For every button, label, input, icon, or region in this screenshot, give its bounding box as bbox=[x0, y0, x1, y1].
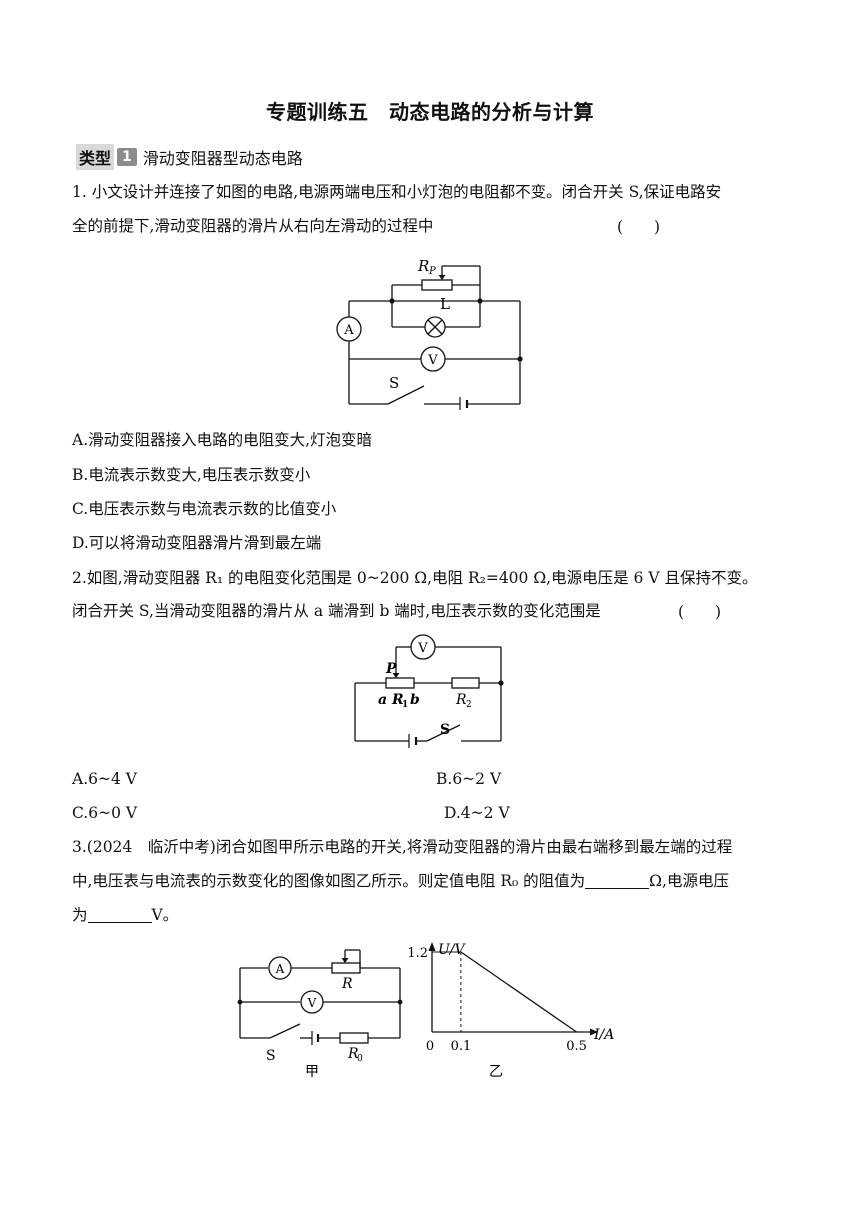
q3-stem-line2-unit: Ω,电源电压 bbox=[649, 872, 729, 890]
q1-ammeter-label: A bbox=[343, 323, 354, 338]
q1-option-d: D.可以将滑动变阻器滑片滑到最左端 bbox=[72, 534, 322, 552]
q2-stem-line2: 闭合开关 S,当滑动变阻器的滑片从 a 端滑到 b 端时,电压表示数的变化范围是 bbox=[72, 602, 601, 620]
section-title: 滑动变阻器型动态电路 bbox=[142, 149, 303, 168]
chart-xlabel: I/A bbox=[593, 1027, 614, 1043]
q1-option-b: B.电流表示数变大,电压表示数变小 bbox=[72, 466, 311, 484]
q1-answer-bracket: ( ) bbox=[617, 218, 661, 236]
x-tick-0.1: 0.1 bbox=[451, 1039, 472, 1054]
q2-answer-bracket: ( ) bbox=[678, 603, 722, 621]
section-number: 1 bbox=[117, 148, 137, 166]
q3-stem-line1: 3.(2024 临沂中考)闭合如图甲所示电路的开关,将滑动变阻器的滑片由最右端移… bbox=[72, 838, 733, 856]
q3-stem-line3-text: 为 bbox=[72, 906, 88, 924]
q3-r-label: R bbox=[341, 976, 353, 992]
q1-circuit-diagram: R P L A V S bbox=[336, 257, 523, 410]
q2-r1-subscript: 1 bbox=[402, 700, 408, 710]
q2-option-c: C.6~0 V bbox=[72, 804, 138, 822]
q2-stem-line1: 2.如图,滑动变阻器 R₁ 的电阻变化范围是 0~200 Ω,电阻 R₂=400… bbox=[72, 569, 758, 587]
q3-stem-line3-unit: V。 bbox=[151, 906, 179, 924]
q2-voltmeter-label: V bbox=[417, 641, 428, 656]
q1-stem-line2: 全的前提下,滑动变阻器的滑片从右向左滑动的过程中 bbox=[72, 217, 434, 235]
q3-switch-label: S bbox=[266, 1048, 276, 1064]
q2-r1-label: R bbox=[391, 692, 404, 708]
section-header: 类型 1 滑动变阻器型动态电路 bbox=[76, 144, 303, 170]
q3-ammeter-label: A bbox=[275, 962, 285, 976]
q3-r0-blank[interactable] bbox=[585, 872, 650, 889]
q1-voltmeter-label: V bbox=[427, 353, 438, 368]
q3-r0-subscript: 0 bbox=[357, 1054, 363, 1064]
q1-lamp-label: L bbox=[440, 295, 450, 313]
q2-circuit-diagram: V P a R 1 b R 2 S bbox=[354, 634, 504, 748]
q2-terminal-a: a bbox=[378, 692, 387, 708]
q3-figure-caption-yi: 乙 bbox=[489, 1064, 503, 1080]
q3-figure-caption-jia: 甲 bbox=[305, 1064, 319, 1080]
q3-ui-graph-yi: U/V I/A 1.2 0 0.1 0.5 乙 bbox=[407, 942, 614, 1080]
q3-voltage-blank[interactable] bbox=[87, 906, 152, 923]
q2-terminal-b: b bbox=[410, 692, 420, 708]
q1-stem-line1: 1. 小文设计并连接了如图的电路,电源两端电压和小灯泡的电阻都不变。闭合开关 S… bbox=[72, 183, 722, 201]
q3-voltmeter-label: V bbox=[307, 996, 317, 1010]
data-line bbox=[460, 951, 577, 1033]
q2-option-a: A.6~4 V bbox=[72, 770, 137, 788]
q1-option-a: A.滑动变阻器接入电路的电阻变大,灯泡变暗 bbox=[72, 431, 373, 449]
q3-stem-line3: 为 V。 bbox=[72, 904, 178, 926]
q2-option-b: B.6~2 V bbox=[436, 770, 502, 788]
q1-rp-subscript: P bbox=[428, 266, 436, 277]
q2-option-d: D.4~2 V bbox=[444, 804, 510, 822]
q3-r0-label: R bbox=[347, 1046, 359, 1062]
page-title: 专题训练五 动态电路的分析与计算 bbox=[266, 100, 594, 124]
x-tick-0: 0 bbox=[426, 1039, 434, 1054]
chart-ylabel: U/V bbox=[438, 942, 467, 958]
q3-stem-line2-text: 中,电压表与电流表的示数变化的图像如图乙所示。则定值电阻 R₀ 的阻值为 bbox=[72, 872, 586, 890]
q1-rp-label: R bbox=[417, 257, 429, 275]
q3-circuit-diagram-jia: A V R S R 0 甲 bbox=[237, 949, 403, 1080]
q1-option-c: C.电压表示数与电流表示数的比值变小 bbox=[72, 500, 337, 518]
x-tick-0.5: 0.5 bbox=[566, 1039, 587, 1054]
q1-switch-label: S bbox=[389, 374, 399, 392]
q2-slider-p-label: P bbox=[385, 661, 397, 677]
y-tick-1.2: 1.2 bbox=[407, 946, 428, 961]
q2-r2-label: R bbox=[455, 692, 467, 708]
q3-stem-line2: 中,电压表与电流表的示数变化的图像如图乙所示。则定值电阻 R₀ 的阻值为 Ω,电源… bbox=[72, 870, 729, 892]
q2-switch-label: S bbox=[440, 722, 450, 738]
section-tag: 类型 bbox=[76, 144, 115, 170]
q2-r2-subscript: 2 bbox=[466, 700, 472, 710]
